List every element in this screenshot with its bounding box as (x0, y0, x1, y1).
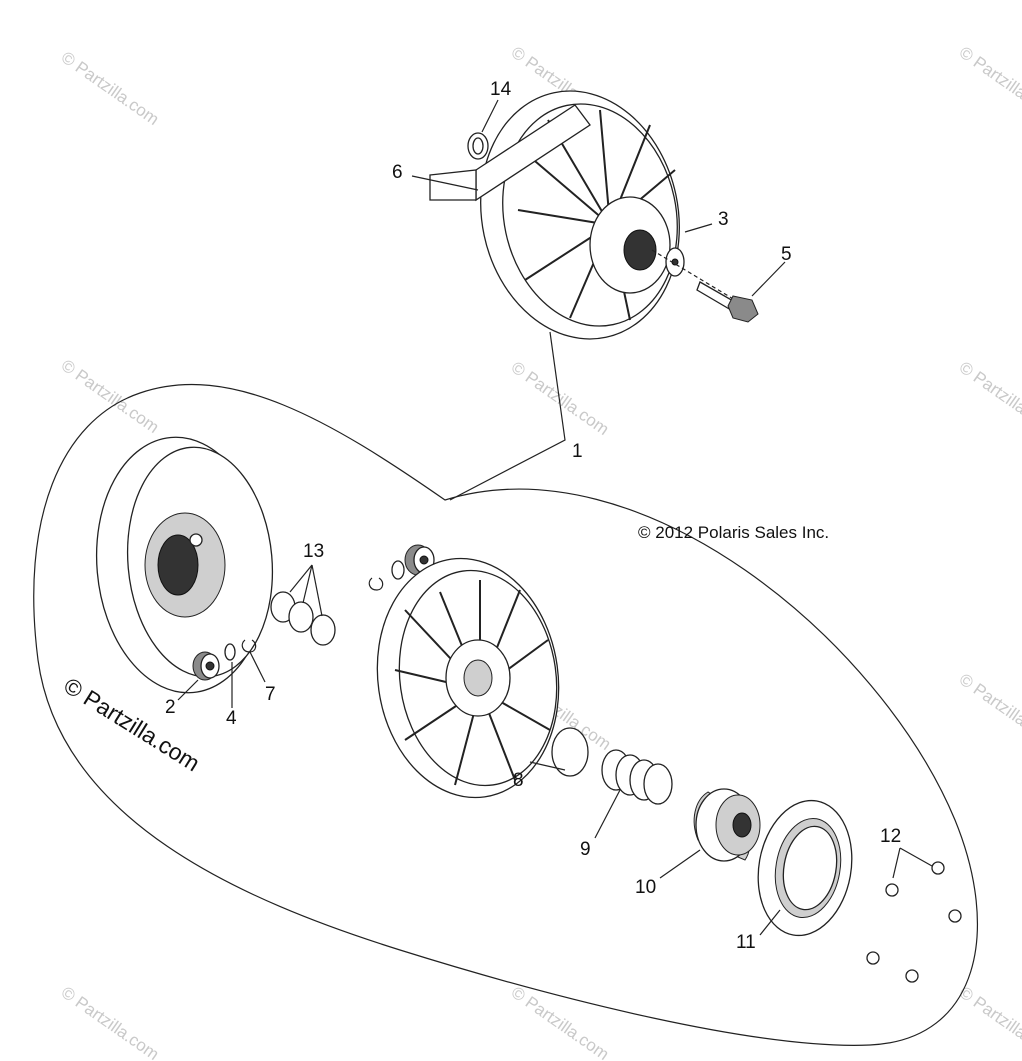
callout-2: 2 (165, 697, 176, 718)
watermark-tile: © Partzilla.com (58, 356, 163, 437)
lower-drive-sheave (95, 436, 274, 694)
leader-12a (892, 847, 901, 879)
drive-sheave-pin (189, 533, 203, 547)
bearing-upper (404, 544, 435, 576)
callout-10: 10 (635, 877, 656, 898)
leader-12b (899, 847, 933, 867)
callout-3: 3 (718, 209, 729, 230)
secondary-sheave (376, 557, 560, 799)
screws-12 (866, 861, 962, 983)
clip-upper (368, 577, 384, 591)
cam-10 (693, 788, 761, 862)
drive-belt-outline (33, 384, 978, 1046)
callouts: 1 2 3 4 5 6 7 8 9 10 11 12 13 14 (165, 79, 901, 953)
callout-12: 12 (880, 826, 901, 847)
shims-13 (270, 591, 336, 646)
callout-8: 8 (513, 770, 524, 791)
leader-6 (411, 175, 479, 191)
ring-8 (551, 727, 589, 777)
watermark-tile: © Partzilla.com (956, 670, 1022, 751)
watermark-tile: © Partzilla.com (508, 983, 613, 1061)
leader-1 (449, 331, 566, 501)
leader-3 (684, 223, 713, 233)
watermark-tile: © Partzilla.com (58, 48, 163, 129)
bolt-axis (651, 249, 736, 301)
leader-13b (302, 564, 313, 604)
upper-hub-bore (623, 229, 657, 271)
leader-lines (177, 99, 933, 936)
callout-5: 5 (781, 244, 792, 265)
drive-sheave-bore (157, 534, 199, 596)
callout-6: 6 (392, 162, 403, 183)
copyright-notice: © 2012 Polaris Sales Inc. (638, 523, 829, 542)
callout-7: 7 (265, 684, 276, 705)
callout-1: 1 (572, 441, 583, 462)
leader-13c (311, 564, 323, 617)
callout-4: 4 (226, 708, 237, 729)
leader-7 (249, 651, 266, 683)
watermark-tile: © Partzilla.com (956, 983, 1022, 1061)
leader-10 (659, 849, 701, 879)
leader-5 (751, 261, 786, 297)
spring-9 (601, 749, 673, 805)
watermark-tile: © Partzilla.com (956, 358, 1022, 439)
bolt-5 (696, 281, 759, 323)
leader-13a (289, 564, 313, 593)
watermark-tile: © Partzilla.com (956, 43, 1022, 124)
leader-14 (481, 99, 499, 133)
washer-upper (391, 560, 405, 580)
upper-clutch-assembly (429, 90, 680, 340)
leader-2 (177, 679, 199, 701)
leader-8 (529, 761, 566, 771)
washer-4 (224, 643, 236, 661)
callout-14: 14 (490, 79, 512, 100)
callout-9: 9 (580, 839, 591, 860)
callout-11: 11 (736, 932, 756, 953)
bearing-2 (192, 651, 220, 681)
ring-14-inner (472, 137, 484, 155)
watermark-tile: © Partzilla.com (508, 358, 613, 439)
watermark-tile: © Partzilla.com (58, 983, 163, 1061)
callout-13: 13 (303, 541, 324, 562)
secondary-hub-bore (463, 659, 493, 697)
cover-11 (757, 799, 853, 937)
leader-11 (759, 909, 781, 936)
leader-9 (594, 789, 621, 839)
